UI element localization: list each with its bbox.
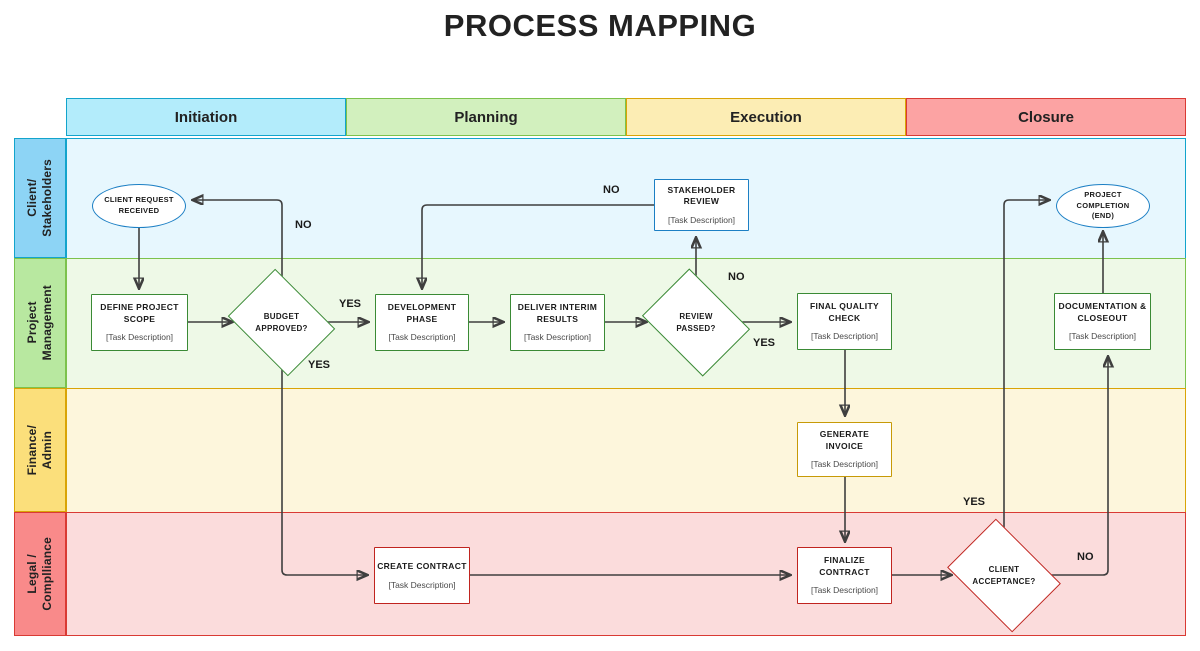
phase-header-initiation: Initiation — [66, 98, 346, 136]
node-documentation-closeout[interactable]: DOCUMENTATION &CLOSEOUT [Task Description… — [1054, 293, 1151, 350]
page-title: PROCESS MAPPING — [443, 8, 757, 43]
edge-label-stakeholder-no: NO — [603, 184, 620, 196]
node-description: [Task Description] — [523, 332, 592, 343]
node-description: [Task Description] — [810, 331, 879, 342]
swimlane-header-3: Legal /Complliance — [14, 512, 66, 636]
node-description: [Task Description] — [667, 214, 736, 225]
phase-header-label: Execution — [730, 108, 802, 126]
swimlane-label: Finance/Admin — [25, 424, 54, 476]
phase-header-label: Planning — [454, 108, 518, 126]
phase-header-label: Initiation — [174, 108, 238, 126]
swimlane-header-0: Client/Stakeholders — [14, 138, 66, 258]
phase-header-execution: Execution — [626, 98, 906, 136]
node-description: [Task Description] — [388, 579, 456, 590]
node-title: DOCUMENTATION &CLOSEOUT — [1058, 301, 1147, 323]
node-description: [Task Description] — [105, 332, 174, 343]
node-finalize-contract[interactable]: FINALIZE CONTRACT [Task Description] — [797, 547, 892, 604]
edge-label-acceptance-no: NO — [1077, 551, 1094, 563]
swimlane-label: Client/Stakeholders — [25, 159, 54, 237]
node-description: [Task Description] — [810, 459, 879, 470]
node-description: [Task Description] — [1068, 331, 1137, 342]
swimlane-header-2: Finance/Admin — [14, 388, 66, 512]
node-create-contract[interactable]: CREATE CONTRACT [Task Description] — [374, 547, 470, 604]
edge-label-acceptance-yes: YES — [963, 496, 986, 508]
node-description: [Task Description] — [388, 332, 456, 343]
edge-label-review-no: NO — [728, 271, 745, 283]
phase-header-planning: Planning — [346, 98, 626, 136]
node-description: [Task Description] — [810, 585, 879, 596]
swimlane-body-2 — [66, 388, 1186, 512]
node-title: FINALIZE CONTRACT — [819, 555, 870, 577]
edge-label-budget-no: NO — [295, 219, 312, 231]
phase-header-closure: Closure — [906, 98, 1186, 136]
edge-label-budget-yes-right: YES — [339, 298, 362, 310]
node-title: CREATE CONTRACT — [377, 561, 467, 572]
edge-label-review-yes: YES — [753, 337, 776, 349]
edge-label-budget-yes-down: YES — [308, 359, 331, 371]
swimlane-label: Legal /Complliance — [25, 537, 54, 611]
phase-header-label: Closure — [1018, 108, 1074, 126]
swimlane-body-0 — [66, 138, 1186, 258]
